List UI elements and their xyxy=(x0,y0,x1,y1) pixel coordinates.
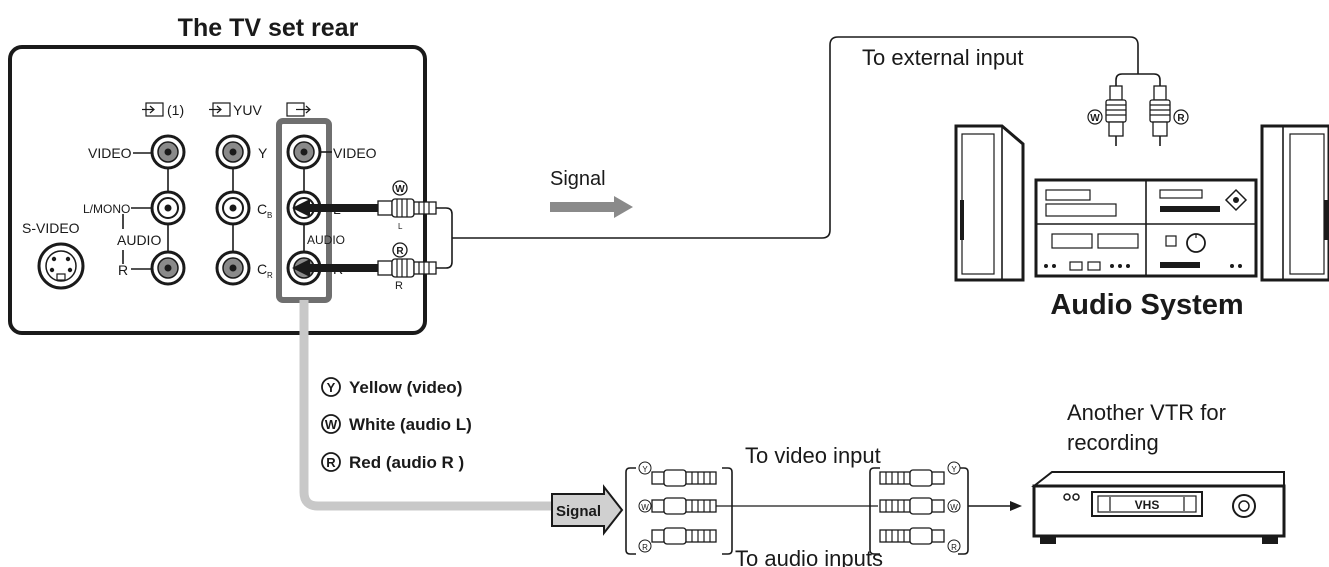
audio-in-label: AUDIO xyxy=(117,232,161,248)
to-audio-inputs-label: To audio inputs xyxy=(735,546,883,567)
right-plug-y-letter: Y xyxy=(951,465,957,474)
video-in-jack[interactable] xyxy=(150,134,186,170)
audio-cable xyxy=(452,36,1139,239)
audio-system-label: Audio System xyxy=(1050,289,1243,321)
signal-top-label: Signal xyxy=(550,168,606,190)
video-out-label: VIDEO xyxy=(333,145,377,161)
audio-l-arrow xyxy=(292,199,378,217)
vtr-caption-line1: Another VTR for xyxy=(1067,400,1226,425)
signal-top-arrow xyxy=(550,196,633,218)
l-mono-label: L/MONO xyxy=(83,202,130,216)
cb-jack[interactable] xyxy=(215,190,251,226)
left-plug-w xyxy=(638,497,717,515)
legend-red: Red (audio R ) xyxy=(349,453,464,472)
stereo-unit xyxy=(1034,178,1258,278)
cr-subscript: R xyxy=(267,271,273,280)
audio-w-marker: W xyxy=(1090,113,1100,124)
vtr-brand: VHS xyxy=(1135,498,1160,512)
audio-out-label: AUDIO xyxy=(307,233,345,247)
audio-r-label: R xyxy=(118,262,128,278)
white-marker: W xyxy=(395,184,405,195)
yuv-label: YUV xyxy=(233,102,262,118)
left-plug-r-letter: R xyxy=(642,543,648,552)
audio-plug-red xyxy=(1149,85,1171,146)
legend: Y Yellow (video) W White (audio L) R Red… xyxy=(321,377,472,472)
white-rca-plug xyxy=(377,198,437,218)
left-plug-y-letter: Y xyxy=(642,465,648,474)
signal-box-label: Signal xyxy=(556,503,601,520)
white-marker-circle xyxy=(392,180,408,196)
right-plug-w-letter: W xyxy=(950,503,958,512)
grey-video-cable xyxy=(299,300,556,511)
y-label: Y xyxy=(258,145,268,161)
right-bundle-bracket-left xyxy=(869,467,880,555)
input1-icon xyxy=(142,102,164,117)
legend-y-letter: Y xyxy=(327,380,336,395)
s-video-jack[interactable] xyxy=(37,242,85,290)
vtr-arrow-head xyxy=(1010,501,1022,511)
audio-w-marker-circle xyxy=(1087,109,1103,125)
red-marker-circle xyxy=(392,242,408,258)
audio-plug-white xyxy=(1105,85,1127,146)
audio-l-mono-jack[interactable] xyxy=(150,190,186,226)
cr-label: C xyxy=(257,261,267,277)
red-marker: R xyxy=(396,246,404,257)
right-plug-r-letter: R xyxy=(951,543,957,552)
left-plug-r xyxy=(638,527,717,553)
video-in-label: VIDEO xyxy=(88,145,132,161)
cb-label: C xyxy=(257,201,267,217)
white-small-label: L xyxy=(398,222,403,231)
input1-label: (1) xyxy=(167,102,184,118)
y-split-cable xyxy=(1115,68,1161,86)
left-bundle-bracket-left xyxy=(625,467,636,555)
output-icon xyxy=(286,102,311,117)
legend-yellow: Yellow (video) xyxy=(349,378,462,397)
legend-white: White (audio L) xyxy=(349,415,472,434)
vtr-caption-line2: recording xyxy=(1067,430,1159,455)
audio-cable-loop xyxy=(436,207,453,269)
left-speaker xyxy=(954,124,1025,282)
right-plug-r xyxy=(879,527,961,553)
red-small-label: R xyxy=(395,280,403,292)
legend-r-letter: R xyxy=(326,455,336,470)
left-bundle-bracket-right xyxy=(722,467,733,555)
to-external-input-label: To external input xyxy=(862,45,1023,70)
video-out-jack[interactable] xyxy=(286,134,322,170)
right-bundle-bracket-right xyxy=(958,467,969,555)
red-rca-plug xyxy=(377,258,437,278)
cb-subscript: B xyxy=(267,211,272,220)
legend-w-letter: W xyxy=(325,417,338,432)
audio-r-arrow xyxy=(292,259,378,277)
audio-r-marker: R xyxy=(1177,113,1185,124)
s-video-label: S-VIDEO xyxy=(22,220,80,236)
right-plug-y xyxy=(879,461,961,487)
to-video-input-label: To video input xyxy=(745,443,881,468)
cr-jack[interactable] xyxy=(215,250,251,286)
audio-r-jack[interactable] xyxy=(150,250,186,286)
left-plug-w-letter: W xyxy=(641,503,649,512)
vtr-device xyxy=(1031,471,1286,544)
tv-title: The TV set rear xyxy=(178,14,359,42)
y-jack[interactable] xyxy=(215,134,251,170)
right-speaker xyxy=(1260,124,1329,282)
yuv-input-icon xyxy=(209,102,231,117)
signal-box-arrow xyxy=(551,484,624,536)
tv-rear-panel xyxy=(8,45,427,335)
audio-r-marker-circle xyxy=(1173,109,1189,125)
left-plug-y xyxy=(638,461,717,487)
right-plug-w xyxy=(879,497,961,515)
